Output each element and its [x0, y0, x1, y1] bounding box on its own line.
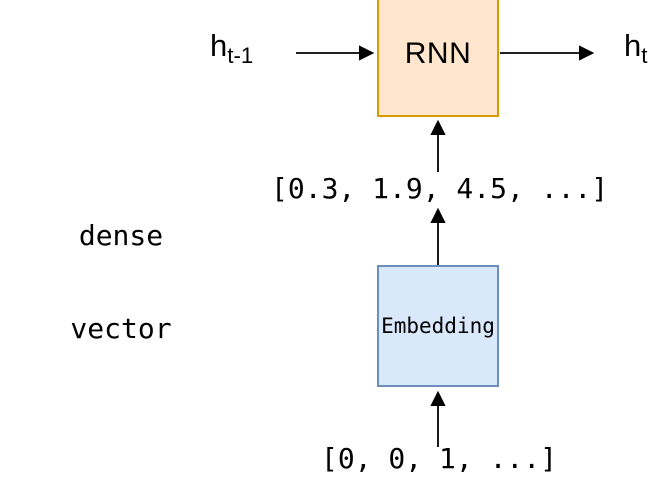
- dense-vector-label-line2: vector: [70, 312, 172, 345]
- dense-vector-value: [0.3, 1.9, 4.5, ...]: [271, 172, 609, 205]
- embedding-label: Embedding: [381, 314, 495, 338]
- dense-vector-label: dense vector: [50, 158, 192, 406]
- hidden-state-next-base: h: [624, 28, 642, 63]
- hidden-state-next-subscript: t: [641, 43, 648, 69]
- rnn-box: RNN: [377, 0, 499, 117]
- one-hot-vector-value: [0, 0, 1, ...]: [321, 442, 558, 475]
- embedding-box: Embedding: [377, 265, 499, 387]
- hidden-state-prev-base: h: [210, 28, 228, 63]
- dense-vector-label-line1: dense: [78, 219, 164, 252]
- hidden-state-next-label: ht: [624, 28, 647, 67]
- rnn-label: RNN: [404, 36, 472, 70]
- hidden-state-prev-subscript: t-1: [227, 43, 254, 69]
- one-hot-vector-label: one-hot vector: [40, 428, 187, 490]
- hidden-state-prev-label: ht-1: [210, 28, 253, 67]
